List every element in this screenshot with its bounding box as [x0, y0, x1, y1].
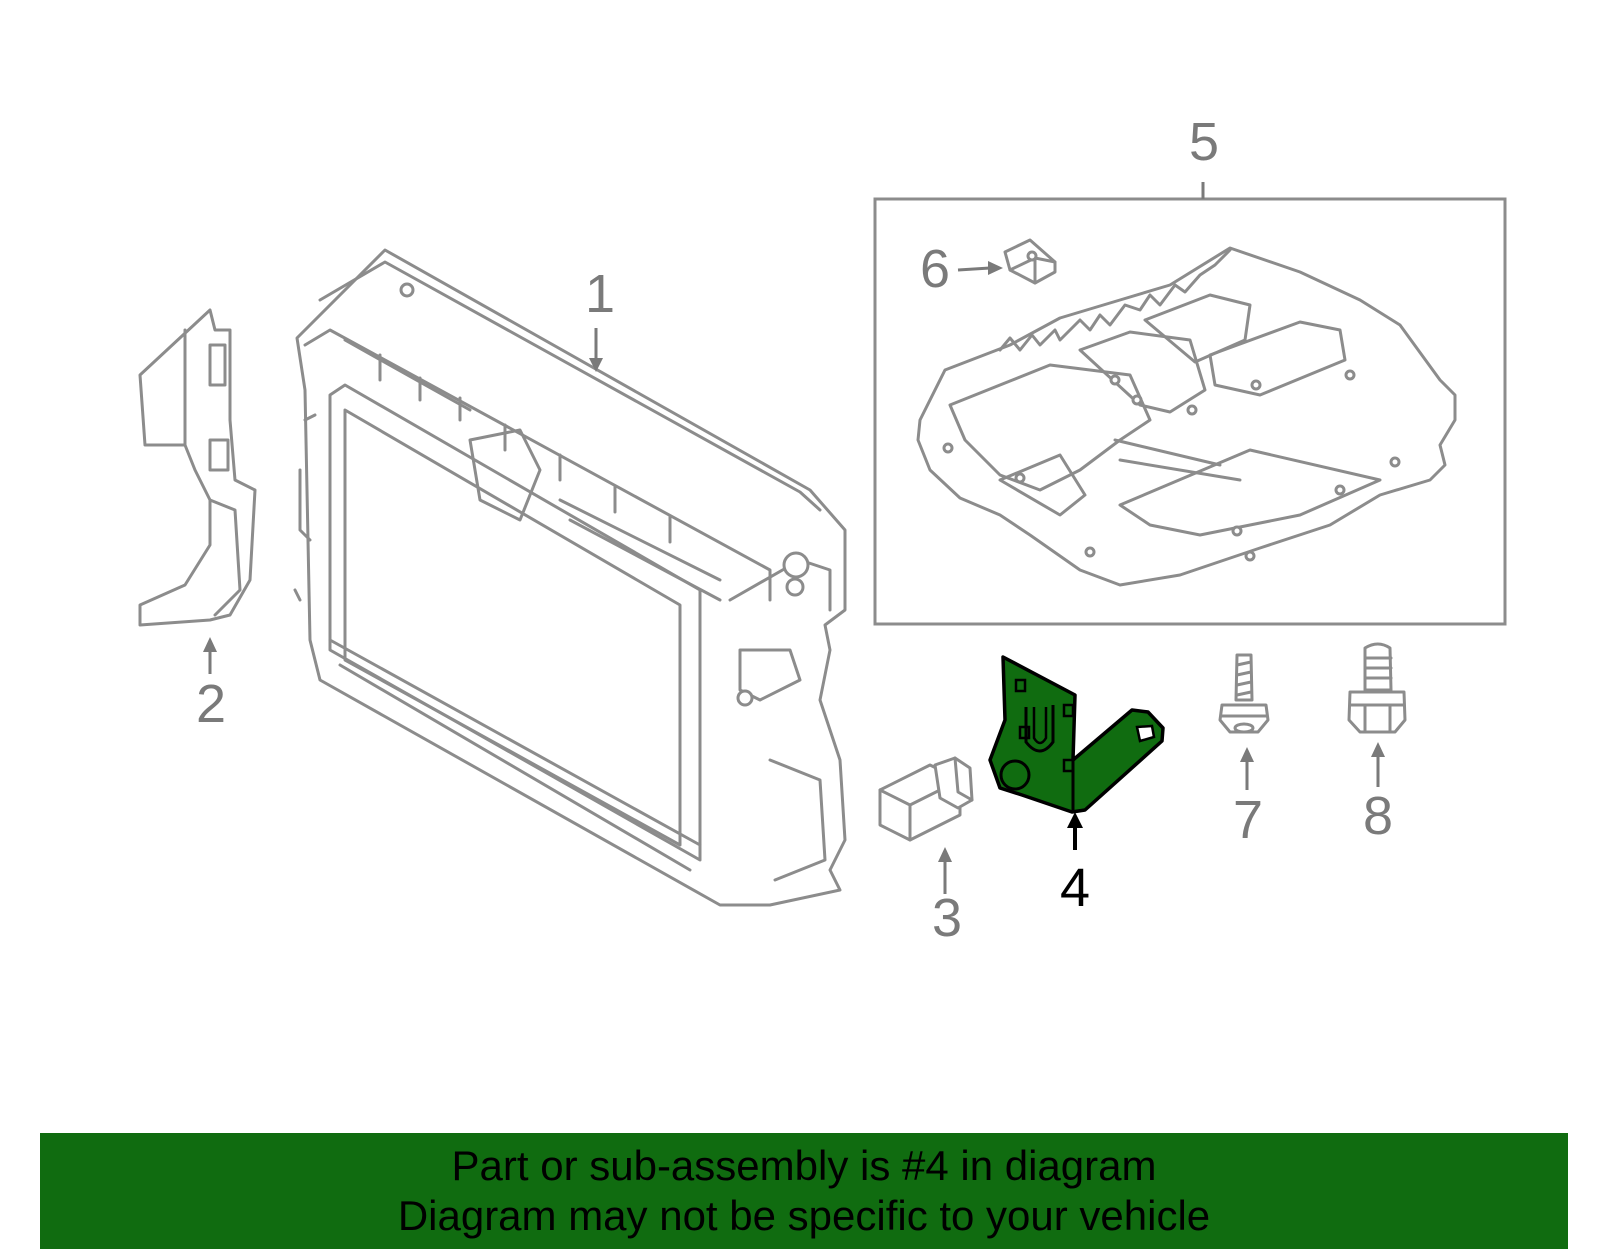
part-2-air-guide	[138, 308, 257, 627]
callout-8: 8	[1363, 786, 1393, 846]
part-4-bracket	[988, 655, 1165, 814]
callout-4: 4	[1060, 858, 1090, 918]
leader-lines	[203, 182, 1385, 894]
part-7-screw	[1218, 653, 1270, 734]
callout-7: 7	[1233, 790, 1263, 850]
callout-2: 2	[196, 674, 226, 734]
callout-5: 5	[1189, 112, 1219, 172]
banner-disclaimer-line: Diagram may not be specific to your vehi…	[397, 1192, 1211, 1239]
callout-1: 1	[585, 264, 615, 324]
callout-6: 6	[920, 239, 950, 299]
part-8-bolt	[1347, 642, 1407, 734]
part-5-undertray	[873, 197, 1507, 626]
callout-3: 3	[932, 888, 962, 948]
banner-part-line: Part or sub-assembly is #4 in diagram	[451, 1142, 1157, 1189]
part-6-clip-nut	[1003, 238, 1057, 285]
info-banner: Part or sub-assembly is #4 in diagram Di…	[40, 1133, 1568, 1249]
part-1-front-carrier	[293, 248, 847, 907]
part-3-sensor	[878, 756, 974, 842]
